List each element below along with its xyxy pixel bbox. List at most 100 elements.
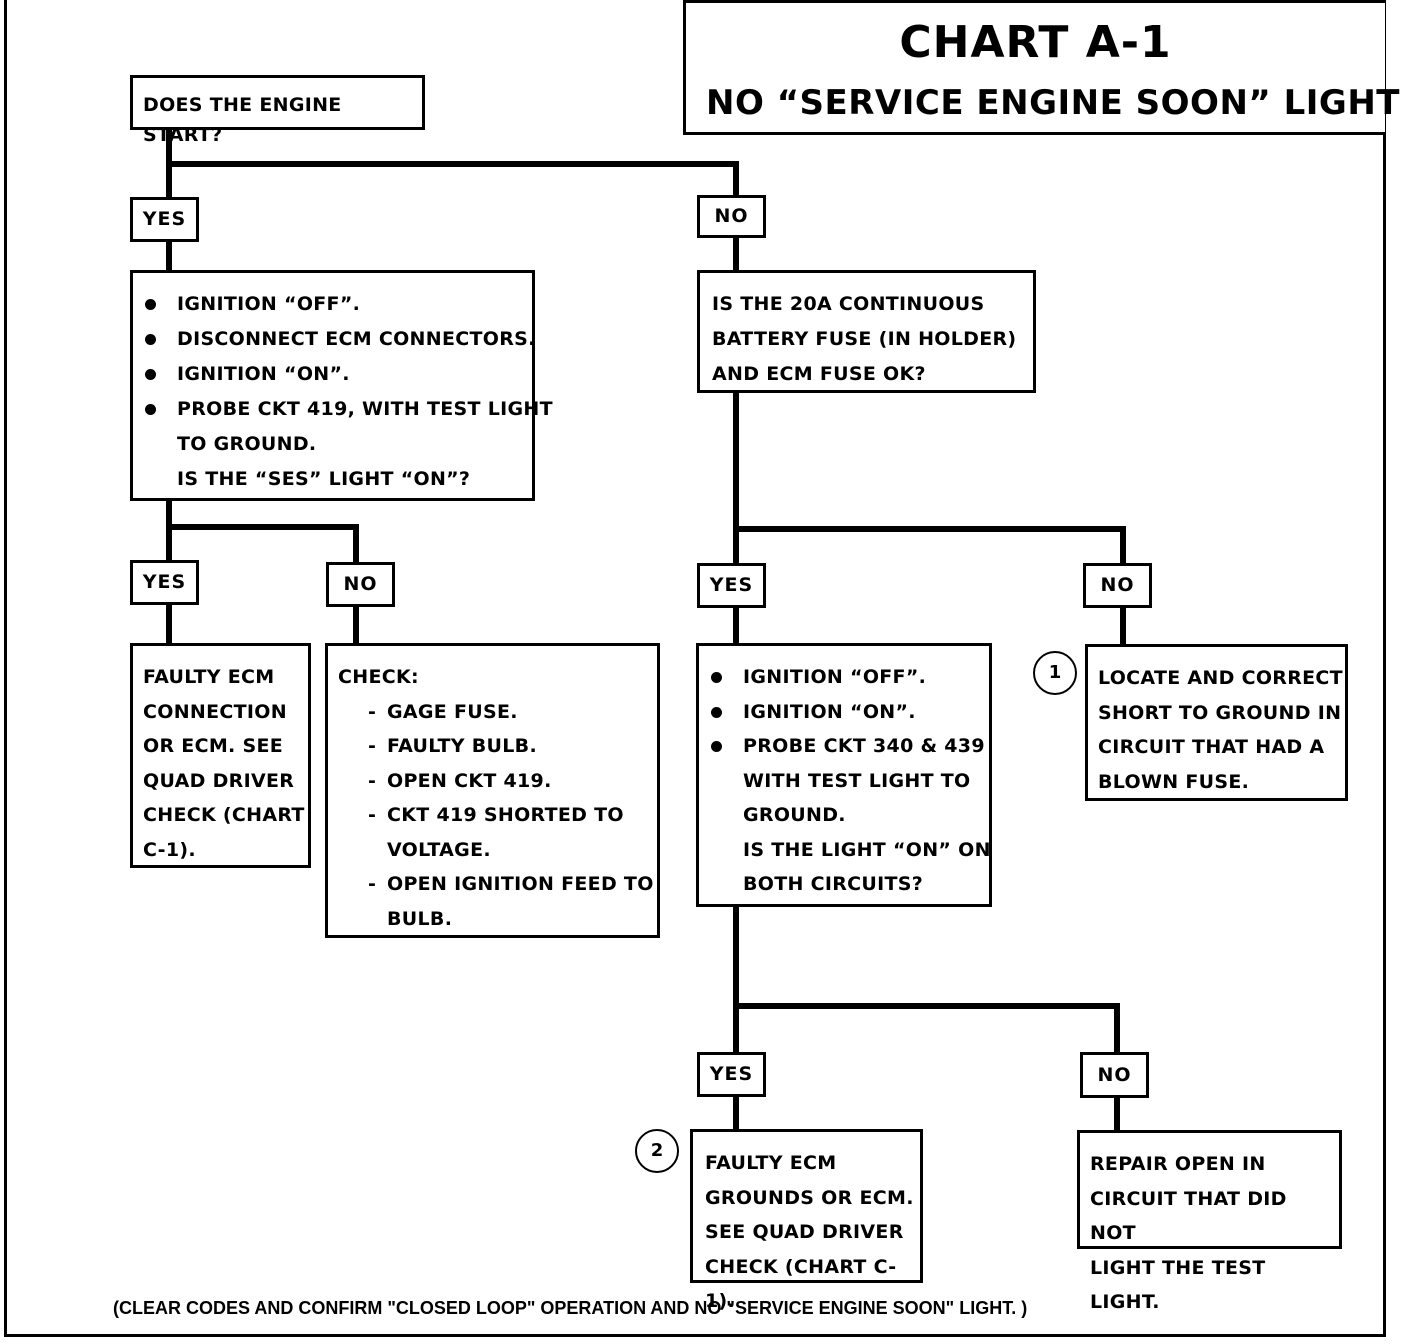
- wire-steps-no: [166, 524, 359, 565]
- question-text: IS THE LIGHT “ON” ON: [743, 838, 991, 861]
- footer-note: (CLEAR CODES AND CONFIRM "CLOSED LOOP" O…: [113, 1298, 1028, 1318]
- result-line: CONNECTION: [143, 700, 287, 723]
- chart-title: CHART A-1: [899, 17, 1172, 68]
- note-2-marker: 2: [635, 1129, 679, 1173]
- label-no-start: NO: [697, 195, 766, 238]
- dash-icon: -: [368, 804, 377, 826]
- question-line: BATTERY FUSE (IN HOLDER): [712, 328, 1017, 350]
- ses-no-result-box: CHECK: - GAGE FUSE. - FAULTY BULB. - OPE…: [325, 643, 660, 938]
- dash-icon: -: [368, 769, 377, 792]
- check-item-text: OPEN IGNITION FEED TO: [387, 873, 654, 895]
- label-yes-fuse: YES: [697, 563, 766, 608]
- result-line: C-1).: [143, 838, 196, 861]
- check-item: - OPEN IGNITION FEED TO: [338, 867, 657, 902]
- wire-fuse-no: [733, 526, 1126, 566]
- question-line: AND ECM FUSE OK?: [712, 363, 926, 385]
- result-line: GROUNDS OR ECM.: [705, 1186, 914, 1209]
- label-yes-start: YES: [130, 197, 199, 242]
- check-item: - CKT 419 SHORTED TO: [338, 798, 657, 833]
- dash-icon: -: [368, 735, 377, 757]
- label-text: NO: [1100, 574, 1135, 596]
- note-number: 2: [650, 1140, 664, 1161]
- bullet-icon: [145, 299, 156, 310]
- step-text: GROUND.: [743, 804, 846, 826]
- check-item-continuation: VOLTAGE.: [338, 833, 657, 868]
- check-item-text: CKT 419 SHORTED TO: [387, 804, 624, 826]
- label-text: YES: [142, 571, 187, 593]
- result-line: QUAD DRIVER: [143, 769, 295, 792]
- label-no-circuits: NO: [1080, 1052, 1149, 1098]
- result-line: CIRCUIT THAT HAD A: [1098, 736, 1325, 758]
- check-item-text: BULB.: [387, 907, 453, 930]
- step-row: IGNITION “OFF”.: [145, 287, 532, 322]
- result-line: CIRCUIT THAT DID NOT: [1090, 1187, 1287, 1245]
- step-row: PROBE CKT 419, WITH TEST LIGHT: [145, 392, 553, 427]
- step-text: IGNITION “ON”.: [177, 363, 350, 385]
- check-item-text: FAULTY BULB.: [387, 735, 537, 757]
- label-no-fuse: NO: [1083, 563, 1152, 608]
- dash-icon: -: [368, 700, 377, 723]
- result-line: FAULTY ECM: [143, 666, 275, 688]
- step-text: WITH TEST LIGHT TO: [743, 769, 971, 792]
- check-heading: CHECK:: [338, 666, 419, 688]
- fuse-question-box: IS THE 20A CONTINUOUS BATTERY FUSE (IN H…: [697, 270, 1036, 393]
- step-text: PROBE CKT 419, WITH TEST LIGHT: [177, 398, 553, 420]
- label-text: NO: [1097, 1064, 1132, 1086]
- result-line: SHORT TO GROUND IN: [1098, 701, 1342, 724]
- check-item: - FAULTY BULB.: [338, 729, 657, 764]
- step-text: DISCONNECT ECM CONNECTORS.: [177, 328, 536, 350]
- check-item-continuation: BULB.: [338, 902, 657, 937]
- check-item: - OPEN CKT 419.: [338, 764, 657, 799]
- wire-circuits-no: [733, 1003, 1120, 1055]
- fuse-no-result-box: LOCATE AND CORRECT SHORT TO GROUND IN CI…: [1085, 644, 1348, 801]
- label-yes-ses: YES: [130, 560, 199, 605]
- check-item-text: GAGE FUSE.: [387, 700, 518, 723]
- step-text: IGNITION “OFF”.: [177, 293, 361, 315]
- question-text: IS THE “SES” LIGHT “ON”?: [177, 468, 471, 490]
- yes-path-steps-box: IGNITION “OFF”. DISCONNECT ECM CONNECTOR…: [130, 270, 553, 501]
- result-line: SEE QUAD DRIVER: [705, 1221, 904, 1243]
- start-question: DOES THE ENGINE START?: [143, 94, 342, 146]
- step-row: IGNITION “ON”.: [711, 695, 989, 730]
- circuits-yes-result-box: FAULTY ECM GROUNDS OR ECM. SEE QUAD DRIV…: [690, 1129, 923, 1312]
- ses-yes-result-box: FAULTY ECM CONNECTION OR ECM. SEE QUAD D…: [130, 643, 311, 868]
- fuse-yes-steps-box: IGNITION “OFF”. IGNITION “ON”. PROBE CKT…: [696, 643, 992, 907]
- result-line: CHECK (CHART: [143, 804, 305, 826]
- step-question: IS THE “SES” LIGHT “ON”?: [145, 462, 532, 497]
- label-text: NO: [714, 205, 749, 227]
- bullet-icon: [145, 369, 156, 380]
- step-question: IS THE LIGHT “ON” ON: [711, 833, 991, 868]
- check-item: - GAGE FUSE.: [338, 695, 657, 730]
- step-text: IGNITION “OFF”.: [743, 666, 927, 688]
- label-text: YES: [709, 1063, 754, 1085]
- question-text: BOTH CIRCUITS?: [743, 873, 924, 895]
- bullet-icon: [711, 741, 722, 752]
- step-continuation: GROUND.: [711, 798, 989, 833]
- step-continuation: TO GROUND.: [145, 427, 532, 462]
- step-text: IGNITION “ON”.: [743, 700, 916, 723]
- step-question: BOTH CIRCUITS?: [711, 867, 989, 902]
- label-text: NO: [343, 573, 378, 595]
- step-row: DISCONNECT ECM CONNECTORS.: [145, 322, 535, 357]
- result-line: LIGHT THE TEST LIGHT.: [1090, 1256, 1266, 1314]
- wire-start-no: [166, 161, 739, 200]
- result-line: BLOWN FUSE.: [1098, 770, 1250, 793]
- step-row: PROBE CKT 340 & 439: [711, 729, 989, 764]
- result-line: FAULTY ECM: [705, 1152, 837, 1174]
- result-line: OR ECM. SEE: [143, 735, 284, 757]
- chart-subtitle: NO “SERVICE ENGINE SOON” LIGHT: [706, 83, 1400, 123]
- start-question-box: DOES THE ENGINE START?: [130, 75, 425, 146]
- step-text: TO GROUND.: [177, 433, 317, 455]
- bullet-icon: [145, 334, 156, 345]
- page-frame: [4, 0, 1386, 1337]
- question-line: IS THE 20A CONTINUOUS: [712, 293, 985, 315]
- circuits-no-result-box: REPAIR OPEN IN CIRCUIT THAT DID NOT LIGH…: [1077, 1130, 1342, 1313]
- step-row: IGNITION “ON”.: [145, 357, 532, 392]
- bullet-icon: [711, 706, 722, 718]
- result-line: REPAIR OPEN IN: [1090, 1153, 1266, 1175]
- label-yes-circuits: YES: [697, 1052, 766, 1097]
- step-text: PROBE CKT 340 & 439: [743, 735, 985, 757]
- label-text: YES: [142, 208, 187, 230]
